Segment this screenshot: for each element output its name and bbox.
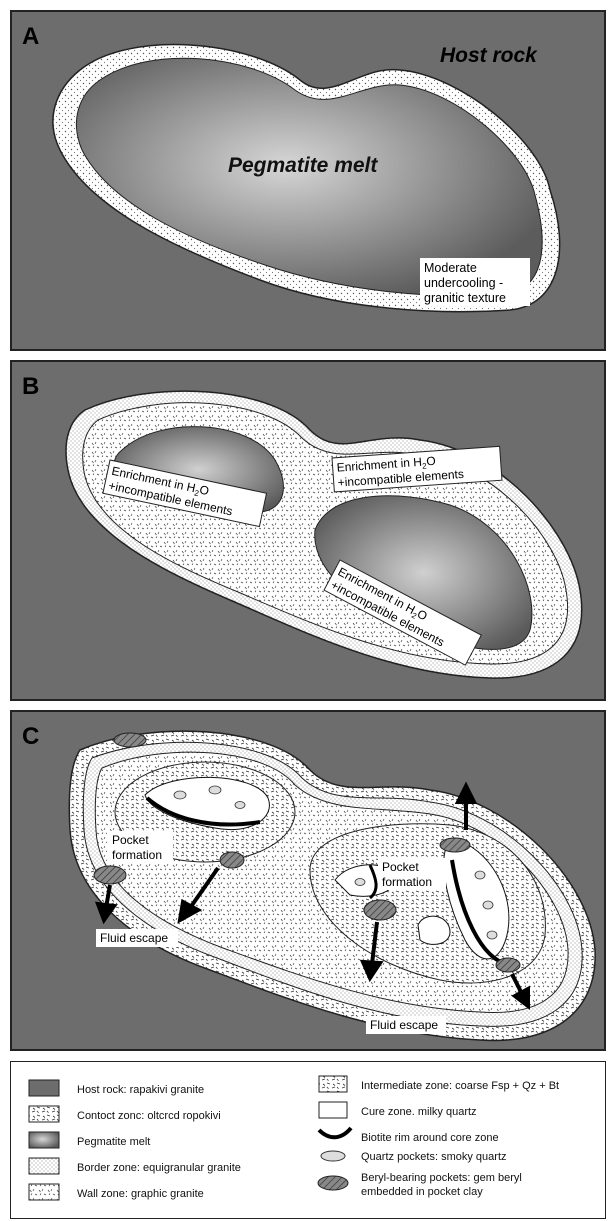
pegmatite-melt-label: Pegmatite melt xyxy=(228,154,378,177)
legend-biotite: Biotite rim around core zone xyxy=(361,1132,499,1144)
fluid-escape-label-1: Fluid escape xyxy=(100,931,168,945)
legend-contact: Contoct zonc: oltcrcd ropokivi xyxy=(77,1110,221,1122)
legend-host: Host rock: rapakivi granite xyxy=(77,1084,204,1096)
pocket-formation-label-1a: Pocket xyxy=(112,833,149,847)
swatch-core xyxy=(319,1102,347,1118)
swatch-melt xyxy=(29,1132,59,1148)
host-rock-label: Host rock xyxy=(440,44,538,67)
swatch-beryl xyxy=(318,1176,348,1190)
panel-letter: C xyxy=(22,723,39,750)
swatch-border xyxy=(29,1158,59,1174)
note-line-3: granitic texture xyxy=(424,291,506,305)
legend-quartz: Quartz pockets: smoky quartz xyxy=(361,1151,507,1163)
legend: Host rock: rapakivi granite Contoct zonc… xyxy=(10,1061,606,1219)
panel-c: C Pocket formation Pocket formation Flui… xyxy=(10,710,606,1051)
legend-intermediate: Intermediate zone: coarse Fsp + Qz + Bt xyxy=(361,1080,559,1092)
swatch-biotite xyxy=(319,1128,351,1137)
swatch-intermediate xyxy=(319,1076,347,1092)
legend-beryl: Beryl-bearing pockets: gem beryl xyxy=(361,1172,522,1184)
legend-wall: Wall zone: graphic granite xyxy=(77,1188,204,1200)
pocket-formation-label-2a: Pocket xyxy=(382,860,419,874)
note-line-2: undercooling - xyxy=(424,276,503,290)
panel-letter: B xyxy=(22,373,39,400)
core-zone-c4 xyxy=(418,916,450,944)
legend-core: Cure zone. milky quartz xyxy=(361,1106,477,1118)
pocket-formation-label-1b: formation xyxy=(112,848,162,862)
swatch-wall xyxy=(29,1184,59,1200)
pocket-formation-label-2b: formation xyxy=(382,875,432,889)
note-line-1: Moderate xyxy=(424,261,477,275)
legend-melt: Pegmatite melt xyxy=(77,1136,150,1148)
legend-border: Border zone: equigranular granite xyxy=(77,1162,241,1174)
swatch-quartz xyxy=(321,1151,345,1161)
legend-beryl-2: embedded in pocket clay xyxy=(361,1186,483,1198)
swatch-contact xyxy=(29,1106,59,1122)
panel-b: B Enrichment in H2O +incompatible elemen… xyxy=(10,360,606,701)
panel-letter: A xyxy=(22,23,39,50)
panel-a: A Host rock Pegmatite melt Moderate unde… xyxy=(10,10,606,351)
fluid-escape-label-2: Fluid escape xyxy=(370,1018,438,1032)
swatch-host xyxy=(29,1080,59,1096)
